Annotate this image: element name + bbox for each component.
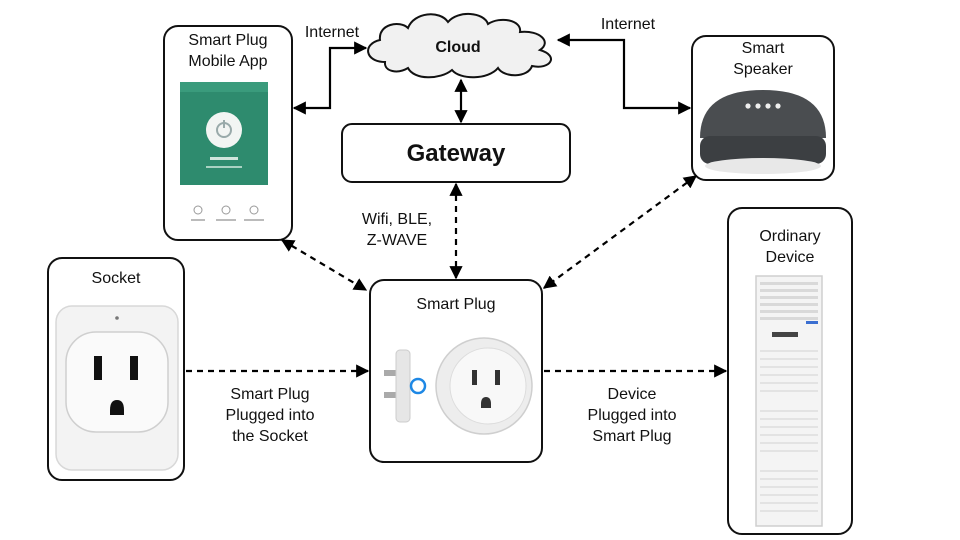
edge-label-socket-plug-line1: Smart Plug bbox=[230, 386, 310, 403]
gateway-node bbox=[341, 123, 571, 183]
edge-label-wireless-line2: Z-WAVE bbox=[366, 232, 428, 249]
ordinary-device-node bbox=[727, 207, 853, 535]
smart-speaker-title-line1: Smart bbox=[741, 40, 785, 57]
mobile-app-title-line2: Mobile App bbox=[188, 53, 268, 70]
cloud-title: Cloud bbox=[435, 39, 481, 56]
edge-label-plug-device-line1: Device bbox=[607, 386, 657, 403]
edge-label-wireless: Wifi, BLE, Z-WAVE bbox=[352, 209, 442, 251]
edge-label-plug-device-line2: Plugged into bbox=[587, 407, 677, 424]
smart-speaker-title: Smart Speaker bbox=[692, 38, 834, 80]
edge-label-socket-plug: Smart Plug Plugged into the Socket bbox=[200, 384, 340, 447]
edge-app-plug bbox=[280, 239, 368, 291]
edge-cloud-speaker bbox=[556, 33, 692, 115]
ordinary-device-title: Ordinary Device bbox=[728, 226, 852, 268]
mobile-app-title-line1: Smart Plug bbox=[188, 32, 268, 49]
mobile-app-node bbox=[163, 25, 293, 241]
smart-plug-node bbox=[369, 279, 543, 463]
edge-label-socket-plug-line3: the Socket bbox=[232, 428, 308, 445]
edge-app-cloud bbox=[292, 41, 368, 115]
edge-label-internet-left: Internet bbox=[304, 24, 360, 41]
ordinary-device-title-line1: Ordinary bbox=[759, 228, 821, 245]
socket-node bbox=[47, 257, 185, 481]
edge-speaker-plug bbox=[542, 175, 698, 289]
edge-label-wireless-line1: Wifi, BLE, bbox=[361, 211, 433, 228]
edge-label-socket-plug-line2: Plugged into bbox=[225, 407, 315, 424]
gateway-title: Gateway bbox=[406, 140, 506, 167]
edge-label-internet-right: Internet bbox=[600, 16, 656, 33]
edge-label-plug-device: Device Plugged into Smart Plug bbox=[562, 384, 702, 447]
ordinary-device-title-line2: Device bbox=[765, 249, 815, 266]
smart-speaker-node bbox=[691, 35, 835, 181]
socket-title: Socket bbox=[91, 270, 141, 287]
smart-plug-title: Smart Plug bbox=[416, 296, 496, 313]
edge-label-plug-device-line3: Smart Plug bbox=[592, 428, 672, 445]
cloud-node bbox=[367, 13, 552, 79]
smart-speaker-title-line2: Speaker bbox=[733, 61, 793, 78]
mobile-app-title: Smart Plug Mobile App bbox=[164, 30, 292, 72]
